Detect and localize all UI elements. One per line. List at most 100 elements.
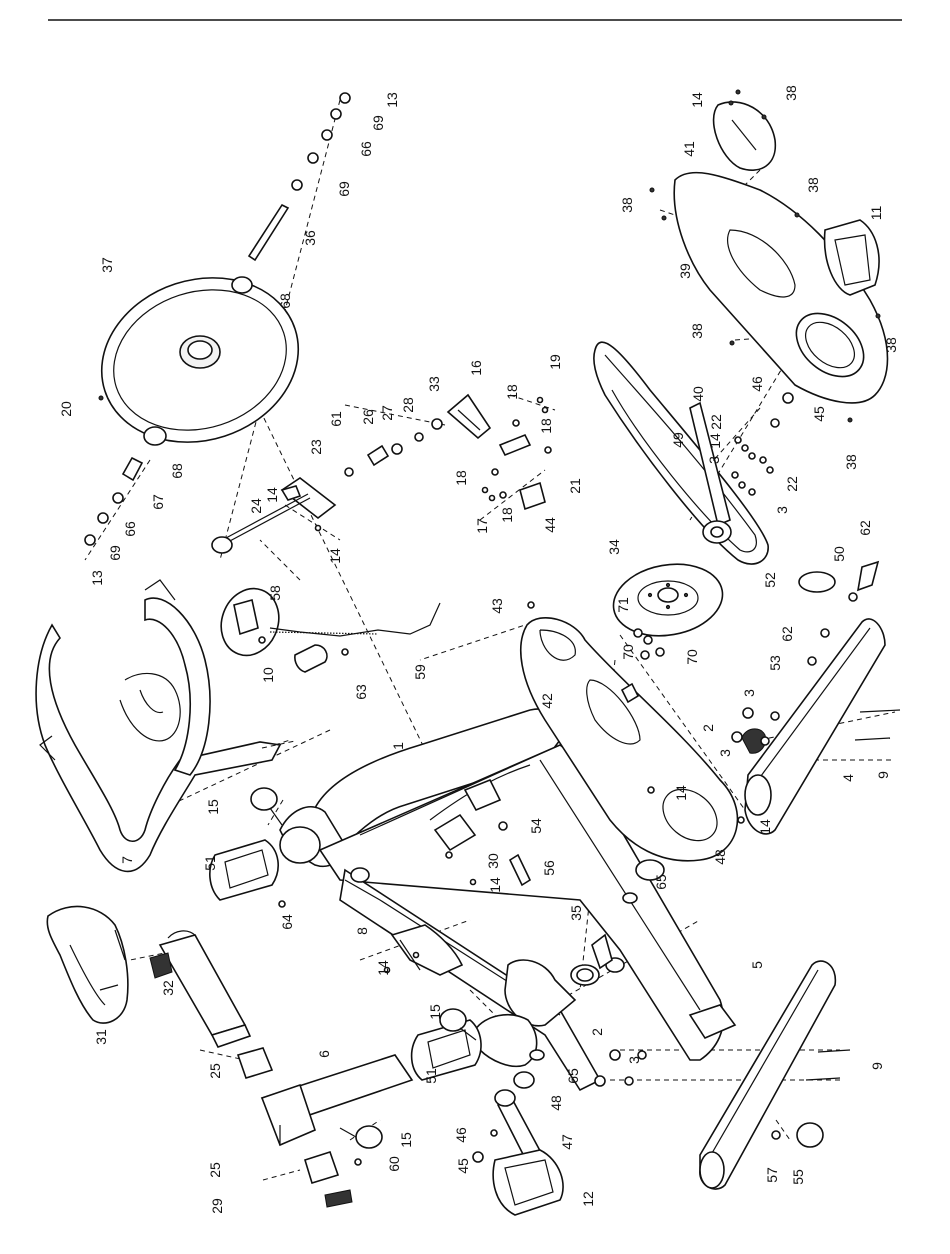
callout-32: 32 [160,980,176,996]
callout-43: 43 [489,598,505,614]
adjustment-knob-2 [439,1008,477,1041]
callout-18: 18 [538,418,554,434]
left-shield [519,616,739,862]
drive-belt [593,341,769,565]
seat [46,905,129,1024]
right-shield-hardware [649,89,881,496]
callout-42: 42 [539,693,555,709]
callout-70: 70 [620,644,636,660]
upper-shield-cap [712,101,777,171]
main-frame [279,708,737,1092]
callout-68: 68 [277,293,293,309]
console-cable [269,602,441,637]
callout-14: 14 [375,960,391,976]
callout-37: 37 [99,257,115,273]
console-bracket [294,644,349,673]
callout-12: 12 [580,1191,596,1207]
callout-17: 17 [474,518,490,534]
callout-labels: 1223333345678991011121313141414141414141… [58,85,899,1214]
callout-67: 67 [150,494,166,510]
misc-hardware [278,601,745,1166]
callout-3: 3 [626,1056,642,1064]
callout-64: 64 [279,914,295,930]
callout-62: 62 [857,520,873,536]
callout-48: 48 [548,1095,564,1111]
callout-31: 31 [93,1029,109,1045]
resistance-assembly [211,393,492,554]
callout-49: 49 [670,432,686,448]
callout-59: 59 [412,664,428,680]
callout-10: 10 [260,667,276,683]
callout-71: 71 [615,597,631,613]
callout-68: 68 [169,463,185,479]
flywheel [100,277,300,443]
callout-15: 15 [427,1004,443,1020]
end-cap-lower [304,1151,340,1185]
callout-69: 69 [107,545,123,561]
callout-50: 50 [831,546,847,562]
callout-57: 57 [764,1167,780,1183]
callout-36: 36 [302,230,318,246]
front-stabilizer [741,618,886,835]
callout-65: 65 [565,1068,581,1084]
callout-20: 20 [58,401,74,417]
callout-62: 62 [779,626,795,642]
callout-40: 40 [690,386,706,402]
callout-21: 21 [567,478,583,494]
callout-39: 39 [677,263,693,279]
callout-52: 52 [762,572,778,588]
callout-65: 65 [653,874,669,890]
callout-60: 60 [386,1156,402,1172]
callout-69: 69 [336,181,352,197]
callout-22: 22 [784,476,800,492]
callout-2: 2 [700,724,716,732]
rear-stabilizer [699,960,837,1190]
callout-14: 14 [327,548,343,564]
callout-9: 9 [869,1062,885,1070]
callout-3: 3 [706,456,722,464]
callout-46: 46 [749,376,765,392]
right-pedal [823,219,880,296]
callout-14: 14 [673,785,689,801]
callout-54: 54 [528,818,544,834]
callout-66: 66 [358,141,374,157]
seat-lock-tab [324,1189,353,1208]
callout-14: 14 [757,819,773,835]
callout-29: 29 [209,1198,225,1214]
seat-slider [260,1054,414,1147]
left-pedal [492,1149,564,1216]
callout-25: 25 [207,1162,223,1178]
pulley-bolts [633,628,665,660]
callout-14: 14 [707,433,723,449]
callout-3: 3 [741,689,757,697]
callout-61: 61 [328,411,344,427]
callout-19: 19 [547,354,563,370]
callout-38: 38 [843,454,859,470]
callout-56: 56 [541,860,557,876]
callout-25: 25 [207,1063,223,1079]
callout-24: 24 [248,498,264,514]
brake-parts [481,396,552,511]
adjustment-knob-3 [339,1125,383,1149]
callout-14: 14 [689,92,705,108]
callout-69: 69 [370,115,386,131]
callout-53: 53 [767,655,783,671]
callout-63: 63 [353,684,369,700]
crank-arm [689,401,732,544]
callout-8: 8 [354,927,370,935]
callout-27: 27 [379,405,395,421]
callout-51: 51 [423,1068,439,1084]
callout-35: 35 [568,905,584,921]
callout-5: 5 [749,961,765,969]
left-pedal-upper [209,839,279,901]
callout-45: 45 [455,1158,471,1174]
callout-66: 66 [122,521,138,537]
callout-38: 38 [783,85,799,101]
callout-38: 38 [619,197,635,213]
callout-22: 22 [708,414,724,430]
callout-26: 26 [360,409,376,425]
callout-14: 14 [487,877,503,893]
callout-28: 28 [400,397,416,413]
